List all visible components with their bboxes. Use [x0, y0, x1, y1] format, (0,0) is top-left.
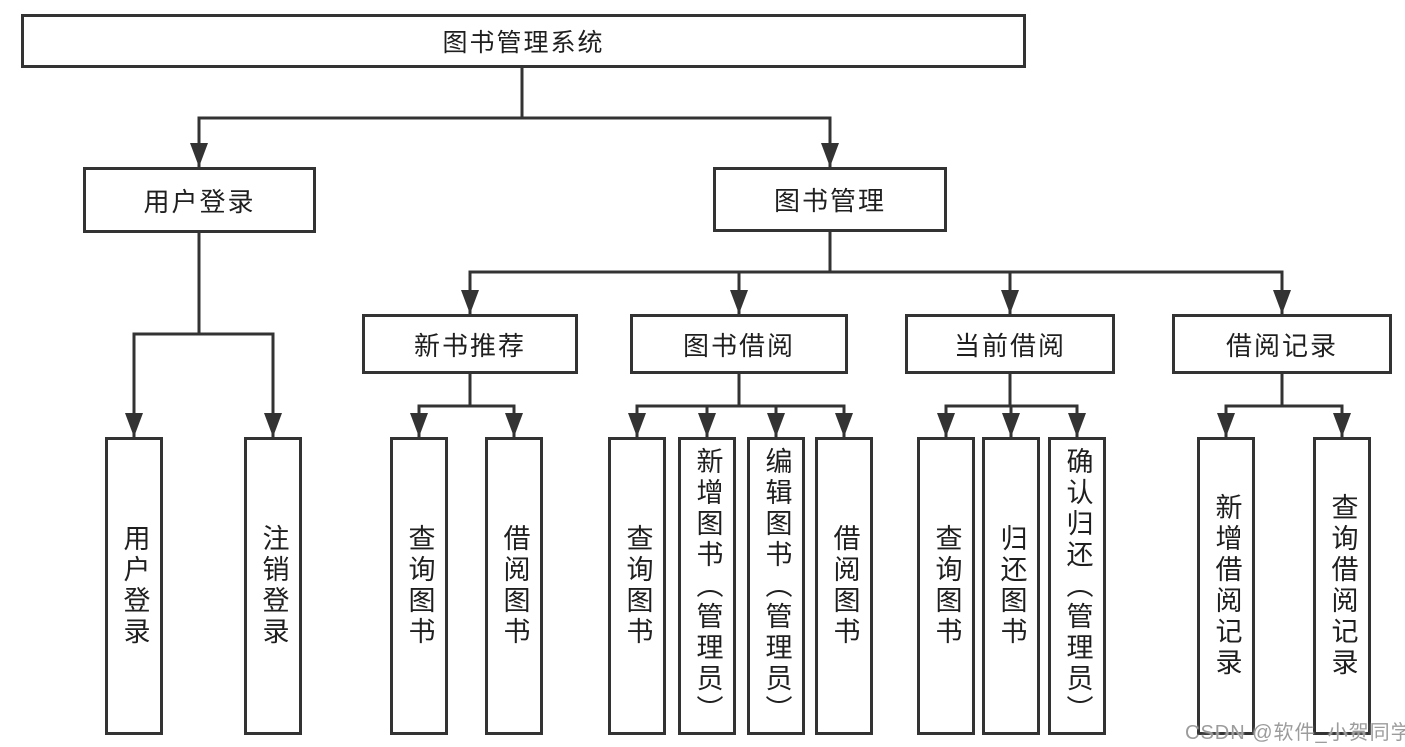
node-book-borrowing: 图书借阅	[630, 314, 848, 374]
leaf-user-login-label: 用户登录	[119, 524, 150, 648]
leaf-add-borrow-record: 新增借阅记录	[1197, 437, 1255, 735]
leaf-edit-books-admin-label: 编辑图书（管理员）	[761, 446, 792, 726]
leaf-borrow-books-2: 借阅图书	[815, 437, 873, 735]
node-current-borrowing: 当前借阅	[905, 314, 1115, 374]
leaf-return-books-label: 归还图书	[996, 524, 1027, 648]
leaf-query-books-1: 查询图书	[390, 437, 448, 735]
node-book-management-system: 图书管理系统	[21, 14, 1026, 68]
leaf-query-books-3: 查询图书	[917, 437, 975, 735]
leaf-logout-label: 注销登录	[258, 524, 289, 648]
node-book-management: 图书管理	[713, 167, 947, 232]
leaf-add-books-admin: 新增图书（管理员）	[678, 437, 736, 735]
leaf-query-borrow-record: 查询借阅记录	[1313, 437, 1371, 735]
leaf-user-login: 用户登录	[105, 437, 163, 735]
leaf-confirm-return-admin-label: 确认归还（管理员）	[1062, 446, 1093, 726]
node-new-book-recommendation: 新书推荐	[362, 314, 578, 374]
watermark-text: CSDN @软件_小贺同学	[1185, 722, 1405, 744]
leaf-borrow-books-2-label: 借阅图书	[829, 524, 860, 648]
leaf-borrow-books-1: 借阅图书	[485, 437, 543, 735]
leaf-add-borrow-record-label: 新增借阅记录	[1211, 493, 1242, 679]
leaf-query-books-2-label: 查询图书	[622, 524, 653, 648]
leaf-borrow-books-1-label: 借阅图书	[499, 524, 530, 648]
leaf-query-borrow-record-label: 查询借阅记录	[1327, 493, 1358, 679]
leaf-query-books-1-label: 查询图书	[404, 524, 435, 648]
node-borrowing-records: 借阅记录	[1172, 314, 1392, 374]
leaf-edit-books-admin: 编辑图书（管理员）	[747, 437, 805, 735]
leaf-confirm-return-admin: 确认归还（管理员）	[1048, 437, 1106, 735]
leaf-query-books-3-label: 查询图书	[931, 524, 962, 648]
leaf-query-books-2: 查询图书	[608, 437, 666, 735]
leaf-add-books-admin-label: 新增图书（管理员）	[692, 446, 723, 726]
leaf-return-books: 归还图书	[982, 437, 1040, 735]
node-user-login: 用户登录	[83, 167, 316, 233]
leaf-logout: 注销登录	[244, 437, 302, 735]
